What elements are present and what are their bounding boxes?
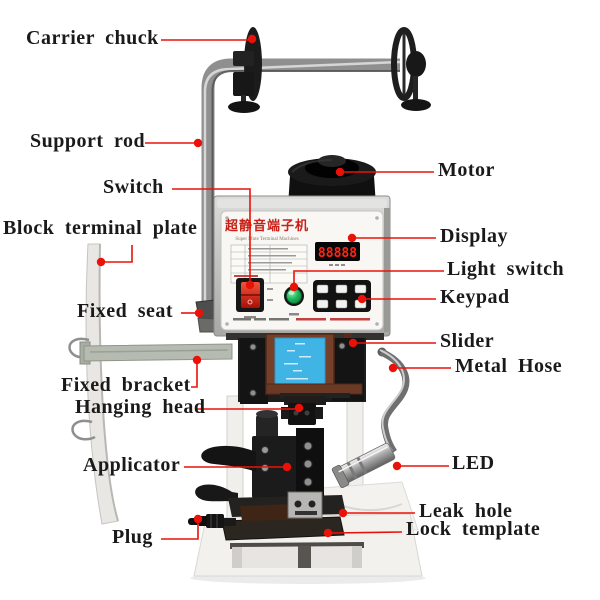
panel-subtitle-en: Super Mute Terminal Machines: [235, 237, 298, 242]
counter-display: 88888: [315, 242, 360, 266]
hanging-head-part: [281, 396, 326, 425]
leader-fixed-bracket: [191, 355, 202, 388]
leader-leak-hole: [338, 508, 415, 518]
label-block-terminal-plate: Block terminal plate: [3, 217, 198, 239]
slider-assembly: [238, 333, 366, 404]
base-opening: [232, 546, 362, 568]
leader-slider: [348, 338, 436, 348]
label-motor: Motor: [438, 159, 495, 181]
screw: [249, 343, 257, 351]
screw: [338, 342, 346, 350]
keypad-key[interactable]: [316, 284, 329, 294]
leader-switch: [172, 188, 255, 290]
leader-applicator: [184, 462, 292, 472]
applicator-part: [195, 410, 346, 521]
label-plug: Plug: [112, 526, 153, 548]
label-support-rod: Support rod: [30, 130, 146, 152]
label-fixed-bracket: Fixed bracket: [61, 374, 191, 396]
label-applicator: Applicator: [83, 454, 181, 476]
spec-table: [230, 244, 308, 284]
leader-keypad: [357, 294, 436, 304]
carrier-wheel: [391, 27, 431, 111]
leader-block-terminal-plate: [96, 245, 133, 267]
display-digits: 88888: [318, 246, 357, 261]
leader-motor: [335, 167, 434, 177]
label-switch: Switch: [103, 176, 164, 198]
keypad-key[interactable]: [335, 299, 348, 309]
slider-sticker: [274, 337, 326, 391]
keypad-part[interactable]: [313, 280, 371, 312]
label-leak-hole: Leak hole: [419, 500, 513, 522]
leader-display: [347, 233, 436, 243]
screw: [249, 389, 257, 397]
panel-title-cn: 超静音端子机: [225, 218, 309, 233]
wire-hook-lower: [71, 419, 96, 441]
carrier-chuck-part: [228, 27, 262, 113]
leader-metal-hose: [388, 363, 451, 373]
machine-base: [190, 481, 426, 584]
leader-led: [392, 461, 449, 471]
metal-hose-part: [377, 347, 410, 454]
block-terminal-plate-part: [68, 243, 119, 525]
keypad-key[interactable]: [354, 284, 367, 294]
leader-lines: [96, 34, 451, 540]
label-lock-template: Lock template: [406, 518, 541, 540]
leader-fixed-seat: [181, 308, 204, 318]
power-switch[interactable]: [236, 278, 273, 319]
label-metal-hose: Metal Hose: [455, 355, 563, 377]
label-led: LED: [452, 452, 495, 474]
applicator-lever: [201, 445, 256, 472]
leader-light-switch: [289, 270, 444, 292]
leader-hanging-head: [195, 403, 304, 413]
screw: [303, 477, 313, 487]
led-lamp-part: [331, 442, 396, 489]
screw: [303, 459, 313, 469]
keypad-key[interactable]: [316, 299, 329, 309]
leader-plug: [161, 514, 203, 540]
label-hanging-head: Hanging head: [75, 396, 206, 418]
support-rod-part: [201, 58, 401, 308]
label-keypad: Keypad: [440, 286, 510, 308]
leader-lock-template: [323, 528, 403, 538]
leader-support-rod: [145, 138, 203, 148]
screw: [261, 464, 269, 472]
screw: [261, 446, 269, 454]
keypad-key[interactable]: [335, 284, 348, 294]
label-light-switch: Light switch: [447, 258, 565, 280]
fixed-bracket-part: [79, 341, 233, 365]
panel-fine-print: [233, 318, 370, 321]
label-display: Display: [440, 225, 508, 247]
label-slider: Slider: [440, 330, 495, 352]
leader-carrier-chuck: [161, 34, 257, 44]
screw: [303, 441, 313, 451]
label-fixed-seat: Fixed seat: [77, 300, 174, 322]
control-panel: 超静音端子机 Super Mute Terminal Machines 8888…: [213, 195, 391, 337]
label-carrier-chuck: Carrier chuck: [26, 27, 159, 49]
